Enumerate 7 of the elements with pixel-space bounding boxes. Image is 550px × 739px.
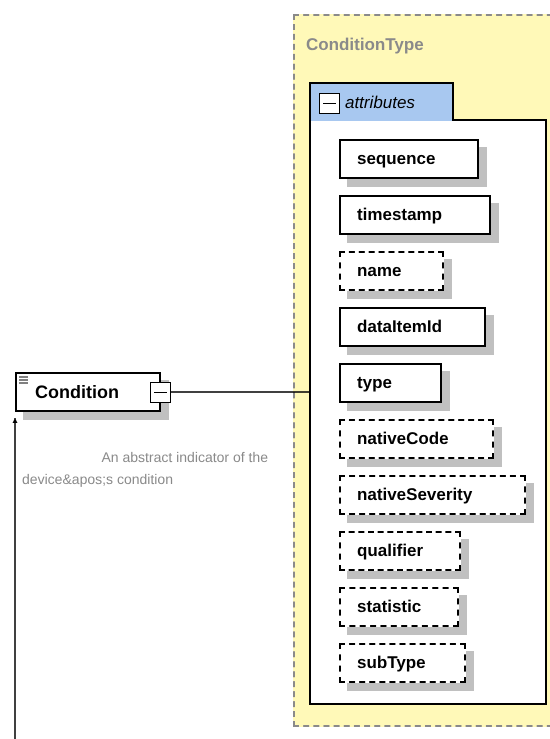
connector-line (170, 391, 309, 393)
type-name: ConditionType (306, 35, 424, 55)
element-name: Condition (35, 382, 119, 402)
complex-type-group (293, 14, 550, 727)
arrow (12, 418, 18, 739)
annotation-text: An abstract indicator of the device&apos;s condition (22, 448, 268, 489)
compositor-label: attributes (345, 92, 415, 112)
